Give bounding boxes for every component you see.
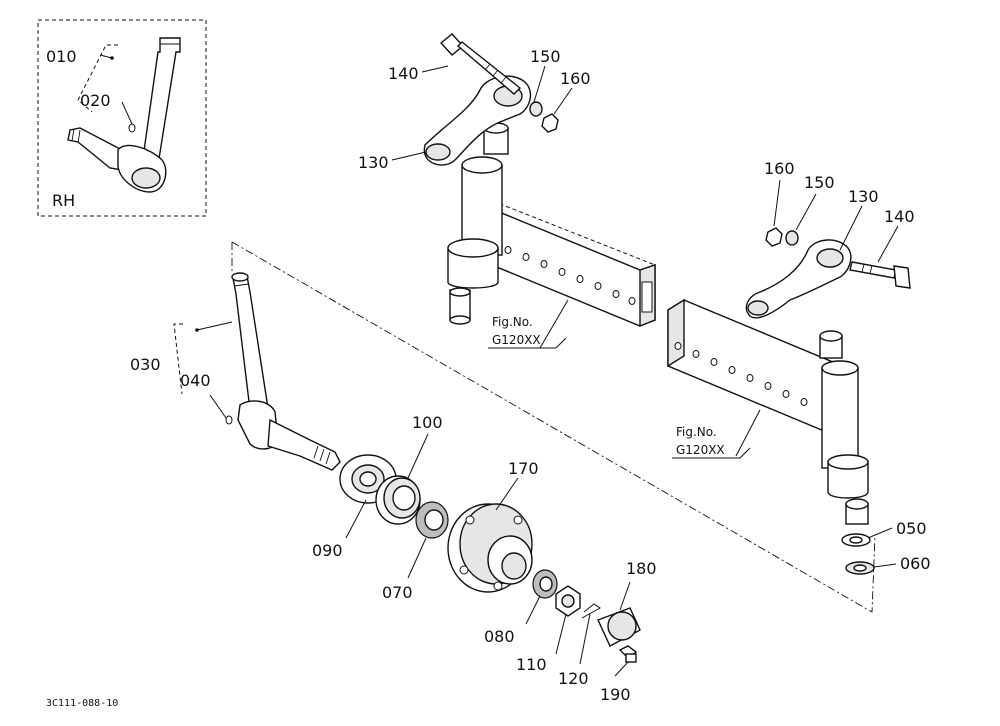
knuckle-arm-lh [231,272,341,471]
callout-030: 030 [130,355,161,374]
callout-090: 090 [312,541,343,560]
callout-100: 100 [412,413,443,432]
washer-150-right [785,230,799,246]
callout-180: 180 [626,559,657,578]
washer-150-upper [529,101,543,117]
inset-side-label: RH [52,191,75,210]
hub-170 [447,503,533,593]
callout-060: 060 [900,554,931,573]
bolt-140-upper [439,33,522,95]
callout-160-right: 160 [764,159,795,178]
callout-120: 120 [558,669,589,688]
fig-ref-number[interactable]: G120XX [676,443,725,457]
callout-080: 080 [484,627,515,646]
figure-ref-right[interactable]: Fig.No. G120XX [672,425,751,459]
inset-knuckle-arm [67,37,181,193]
front-axle-housing-upper [447,122,656,328]
bearing-080 [532,569,558,599]
inset-frame [37,19,207,217]
rh-inset: 010 020 RH [37,19,207,217]
callout-050: 050 [896,519,927,538]
callout-140-upper: 140 [388,64,419,83]
inset-bracket [77,44,118,113]
hub-cap-180 [597,607,641,647]
callout-040: 040 [180,371,211,390]
fig-ref-label: Fig.No. [492,315,533,329]
callout-150-right: 150 [804,173,835,192]
key-pin-040 [225,415,233,425]
callout-110: 110 [516,655,547,674]
callout-160-upper: 160 [560,69,591,88]
cotter-pin-120 [581,603,601,619]
callout-190: 190 [600,685,631,704]
beam-holes-right [674,342,808,406]
callout-170: 170 [508,459,539,478]
callout-140-right: 140 [884,207,915,226]
figure-ref-upper[interactable]: Fig.No. G120XX [488,315,567,349]
callout-130-upper: 130 [358,153,389,172]
bearing-100 [375,475,421,525]
callout-130-right: 130 [848,187,879,206]
front-axle-housing-right [667,298,869,525]
inset-key-pin [128,123,136,133]
fig-ref-label: Fig.No. [676,425,717,439]
callout-070: 070 [382,583,413,602]
bolt-140-right [849,261,911,289]
fig-ref-number[interactable]: G120XX [492,333,541,347]
bearing-070 [415,501,449,539]
assembly-boundary [231,241,876,613]
nut-160-right [765,227,783,247]
grease-fitting-190 [618,645,638,663]
drawing-code: 3C111-088-10 [46,698,118,709]
callout-labels: 140 150 160 130 160 150 130 140 030 040 … [130,47,931,704]
callout-020: 020 [80,91,111,110]
callout-010: 010 [46,47,77,66]
castle-nut-110 [555,585,581,617]
leader-lines [345,65,899,677]
nut-160-upper [541,113,559,133]
callout-150-upper: 150 [530,47,561,66]
steering-arm-right [745,239,852,319]
